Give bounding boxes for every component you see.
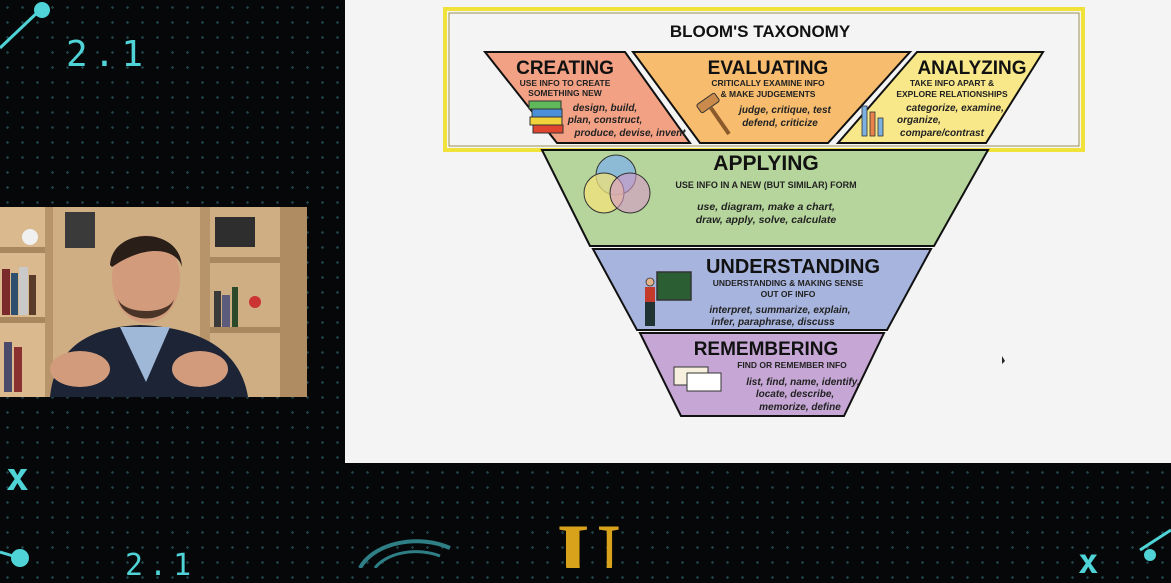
understanding-verbs-2: infer, paraphrase, discuss <box>711 317 835 328</box>
code-text-top: 2.1 <box>66 34 150 75</box>
creating-verbs-1: design, build, <box>573 103 637 114</box>
level-understanding <box>591 248 933 331</box>
remembering-subtitle: FIND OR REMEMBER INFO <box>737 360 847 370</box>
analyzing-heading: ANALYZING <box>917 58 1026 79</box>
blooms-taxonomy-diagram: BLOOM'S TAXONOMY CREATING USE INFO TO CR… <box>443 7 1085 417</box>
level-evaluating <box>631 51 913 144</box>
presentation-slide: BLOOM'S TAXONOMY CREATING USE INFO TO CR… <box>345 0 1171 463</box>
diagram-title: BLOOM'S TAXONOMY <box>670 22 851 41</box>
brand-logo: U <box>557 512 621 568</box>
applying-heading: APPLYING <box>713 152 818 175</box>
creating-verbs-2: plan, construct, <box>567 115 642 126</box>
evaluating-verbs-2: defend, criticize <box>742 118 818 129</box>
analyzing-label-group: ANALYZING TAKE INFO APART & EXPLORE RELA… <box>861 58 1027 139</box>
creating-subtitle-2: SOMETHING NEW <box>528 88 603 98</box>
webcam-video-feed <box>0 207 307 397</box>
remembering-verbs-3: memorize, define <box>759 402 841 413</box>
analyzing-subtitle-1: TAKE INFO APART & <box>910 78 994 88</box>
mouse-cursor-icon <box>1002 356 1005 364</box>
understanding-verbs-1: interpret, summarize, explain, <box>709 305 850 316</box>
remembering-verbs-1: list, find, name, identify, <box>746 377 860 388</box>
remembering-verbs-2: locate, describe, <box>756 389 834 400</box>
code-text-bottom: 2.1 <box>125 548 198 583</box>
applying-label-group: APPLYING USE INFO IN A NEW (BUT SIMILAR)… <box>583 152 857 226</box>
analyzing-subtitle-2: EXPLORE RELATIONSHIPS <box>896 89 1008 99</box>
understanding-subtitle-2: OUT OF INFO <box>761 289 816 299</box>
analyzing-verbs-3: compare/contrast <box>900 128 985 139</box>
creating-label-group: CREATING USE INFO TO CREATE SOMETHING NE… <box>516 58 686 139</box>
evaluating-subtitle-2: & MAKE JUDGEMENTS <box>721 89 816 99</box>
evaluating-subtitle-1: CRITICALLY EXAMINE INFO <box>711 78 825 88</box>
applying-subtitle: USE INFO IN A NEW (BUT SIMILAR) FORM <box>675 180 856 190</box>
evaluating-label-group: EVALUATING CRITICALLY EXAMINE INFO & MAK… <box>696 58 832 136</box>
analyzing-verbs-2: organize, <box>897 115 941 126</box>
circuit-lines <box>0 2 1171 568</box>
presenter-video <box>0 207 307 397</box>
level-applying <box>540 149 990 247</box>
applying-verbs-2: draw, apply, solve, calculate <box>696 214 837 226</box>
evaluating-verbs-1: judge, critique, test <box>737 105 831 116</box>
creating-verbs-3: produce, devise, invent <box>573 128 686 139</box>
x-mark-right: x <box>1078 542 1099 582</box>
creating-heading: CREATING <box>516 58 614 79</box>
applying-verbs-1: use, diagram, make a chart, <box>697 201 835 213</box>
remembering-label-group: REMEMBERING FIND OR REMEMBER INFO list, … <box>673 339 860 413</box>
gavel-icon <box>696 92 731 136</box>
understanding-heading: UNDERSTANDING <box>706 256 880 278</box>
teacher-board-icon <box>645 271 692 326</box>
creating-subtitle-1: USE INFO TO CREATE <box>520 78 611 88</box>
remembering-heading: REMEMBERING <box>694 339 839 360</box>
understanding-label-group: UNDERSTANDING UNDERSTANDING & MAKING SEN… <box>645 256 880 328</box>
ruler-chart-icon <box>861 105 884 137</box>
understanding-subtitle-1: UNDERSTANDING & MAKING SENSE <box>713 278 864 288</box>
evaluating-heading: EVALUATING <box>708 58 829 79</box>
flash-cards-icon <box>673 366 722 392</box>
x-mark-left: x <box>6 455 29 499</box>
books-icon <box>528 100 564 134</box>
venn-diagram-icon <box>583 154 651 214</box>
level-remembering <box>638 332 886 417</box>
analyzing-verbs-1: categorize, examine, <box>906 103 1004 114</box>
